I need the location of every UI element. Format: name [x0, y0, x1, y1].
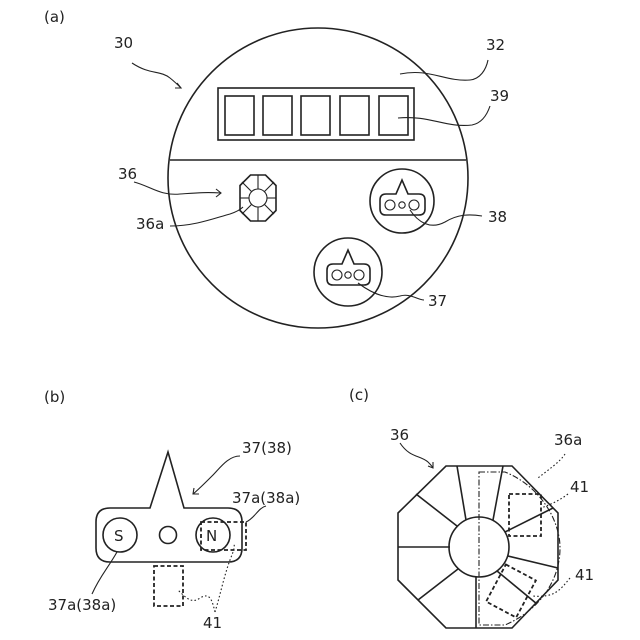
switch-37-pole-right [354, 270, 364, 280]
switch-37-center [345, 272, 351, 278]
center-contact-b [160, 527, 177, 544]
pole-n-label: N [206, 527, 217, 545]
label-36-c: 36 [390, 426, 409, 444]
switch-38-body [380, 180, 425, 215]
knob-36-spokes [240, 175, 276, 221]
label-39: 39 [490, 87, 509, 105]
panel-b: (b) S N 37(38) 37a(38a) 37a(38a) 41 [44, 388, 300, 632]
label-41-c-bottom: 41 [575, 566, 594, 584]
label-41-b: 41 [203, 614, 222, 632]
panel-c: (c) 36 36a 41 41 [349, 386, 594, 628]
sector-36a [479, 472, 560, 625]
display-cell-3 [301, 96, 330, 135]
label-37: 37 [428, 292, 447, 310]
label-37-38: 37(38) [242, 439, 292, 457]
display-cell-1 [225, 96, 254, 135]
panel-a-tag: (a) [44, 8, 65, 26]
switch-38-center [399, 202, 405, 208]
leader-30 [132, 63, 181, 88]
label-32: 32 [486, 36, 505, 54]
label-30: 30 [114, 34, 133, 52]
region-41-b-bottom [154, 566, 183, 606]
label-36a-c: 36a [554, 431, 582, 449]
leader-41-c-top [541, 494, 568, 508]
leader-41-b-a [178, 590, 215, 612]
knob-36-hub [249, 189, 267, 207]
leader-36-c [400, 443, 433, 468]
leader-36a-c [538, 454, 565, 478]
display-cell-4 [340, 96, 369, 135]
leader-38 [410, 210, 482, 225]
label-36a-a: 36a [136, 215, 164, 233]
label-37a-38a-left: 37a(38a) [48, 596, 116, 614]
switch-37-pole-left [332, 270, 342, 280]
leader-36 [134, 182, 221, 194]
leader-37a-left [92, 552, 117, 594]
switch-38-pole-right [409, 200, 419, 210]
display-cell-2 [263, 96, 292, 135]
leader-36a [170, 207, 243, 226]
switch-body-b [96, 452, 242, 562]
label-36-a: 36 [118, 165, 137, 183]
leader-37a-right [246, 506, 266, 522]
label-41-c-top: 41 [570, 478, 589, 496]
leader-39 [398, 106, 490, 125]
pole-s-label: S [114, 527, 124, 545]
switch-37-body [327, 250, 370, 285]
region-41-c-top [509, 494, 541, 536]
display-cell-5 [379, 96, 408, 135]
label-38: 38 [488, 208, 507, 226]
label-37a-38a-right: 37a(38a) [232, 489, 300, 507]
panel-c-tag: (c) [349, 386, 369, 404]
leader-37 [358, 283, 424, 300]
panel-b-tag: (b) [44, 388, 65, 406]
switch-38-pole-left [385, 200, 395, 210]
panel-a: (a) [44, 8, 509, 328]
leader-41-b-b [215, 544, 234, 612]
